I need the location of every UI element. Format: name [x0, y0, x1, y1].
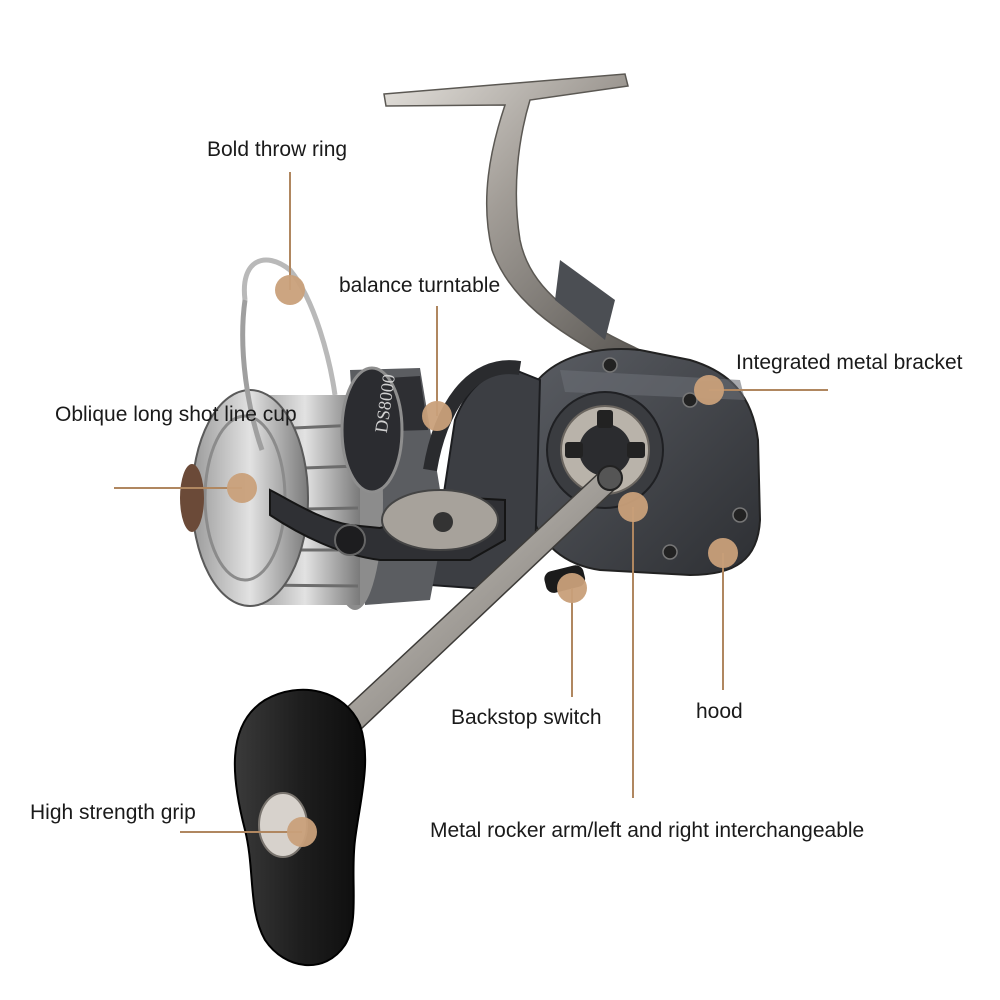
- label-hood: hood: [696, 700, 743, 723]
- marker-bold-throw-ring: [275, 275, 305, 305]
- marker-integrated-metal-bracket: [694, 375, 724, 405]
- reel-foot: [383, 73, 643, 361]
- label-high-strength-grip: High strength grip: [30, 801, 196, 824]
- label-balance-turntable: balance turntable: [339, 274, 501, 297]
- reel-body: [526, 348, 762, 577]
- bail-arm: [269, 360, 522, 561]
- marker-metal-rocker-arm: [618, 492, 648, 522]
- marker-hood: [708, 538, 738, 568]
- label-bold-throw-ring: Bold throw ring: [207, 138, 348, 161]
- marker-balance-turntable: [422, 401, 452, 431]
- marker-backstop-switch: [557, 573, 587, 603]
- label-oblique-line-cup: Oblique long shot line cup: [55, 403, 297, 426]
- label-backstop-switch: Backstop switch: [451, 706, 602, 729]
- label-metal-rocker-arm: Metal rocker arm/left and right intercha…: [430, 819, 865, 842]
- marker-high-strength-grip: [287, 817, 317, 847]
- label-integrated-metal-bracket: Integrated metal bracket: [736, 351, 963, 374]
- marker-oblique-line-cup: [227, 473, 257, 503]
- leader-lines: [114, 172, 828, 833]
